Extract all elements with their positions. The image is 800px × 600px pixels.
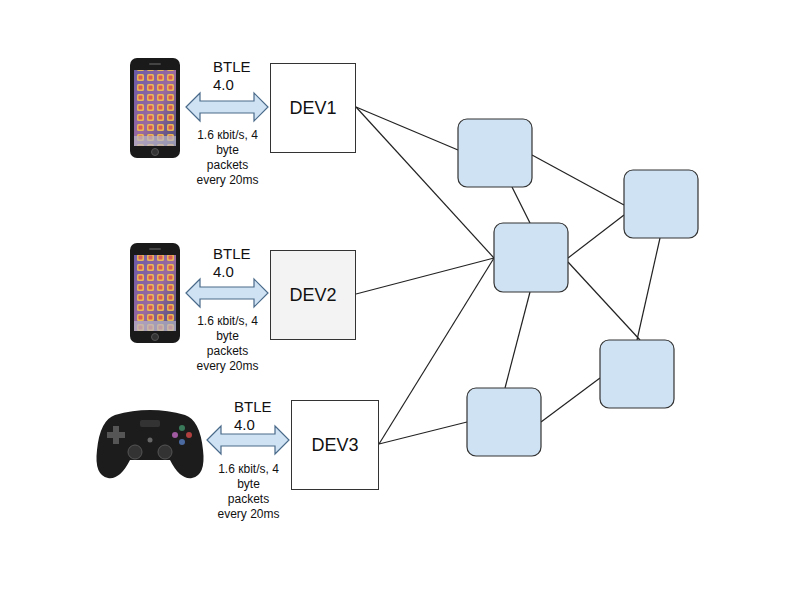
rate-note: 1.6 кbit/s, 4 byte packets every 20ms [195,128,260,188]
rate-note: 1.6 кbit/s, 4 byte packets every 20ms [195,314,260,374]
phone-icon [130,243,180,343]
device-box: DEV2 [270,250,356,340]
phone-icon [130,58,180,158]
protocol-label: BTLE 4.0 [234,398,278,434]
device-name: DEV3 [311,435,358,456]
device-name: DEV1 [289,98,336,119]
device-name: DEV2 [289,285,336,306]
device-box: DEV1 [270,63,356,153]
rate-note: 1.6 кbit/s, 4 byte packets every 20ms [216,462,281,522]
gamepad-icon [96,410,203,478]
protocol-label: BTLE 4.0 [213,58,257,94]
protocol-label: BTLE 4.0 [213,245,257,281]
device-box: DEV3 [291,400,379,490]
mesh-nodes [458,119,698,456]
